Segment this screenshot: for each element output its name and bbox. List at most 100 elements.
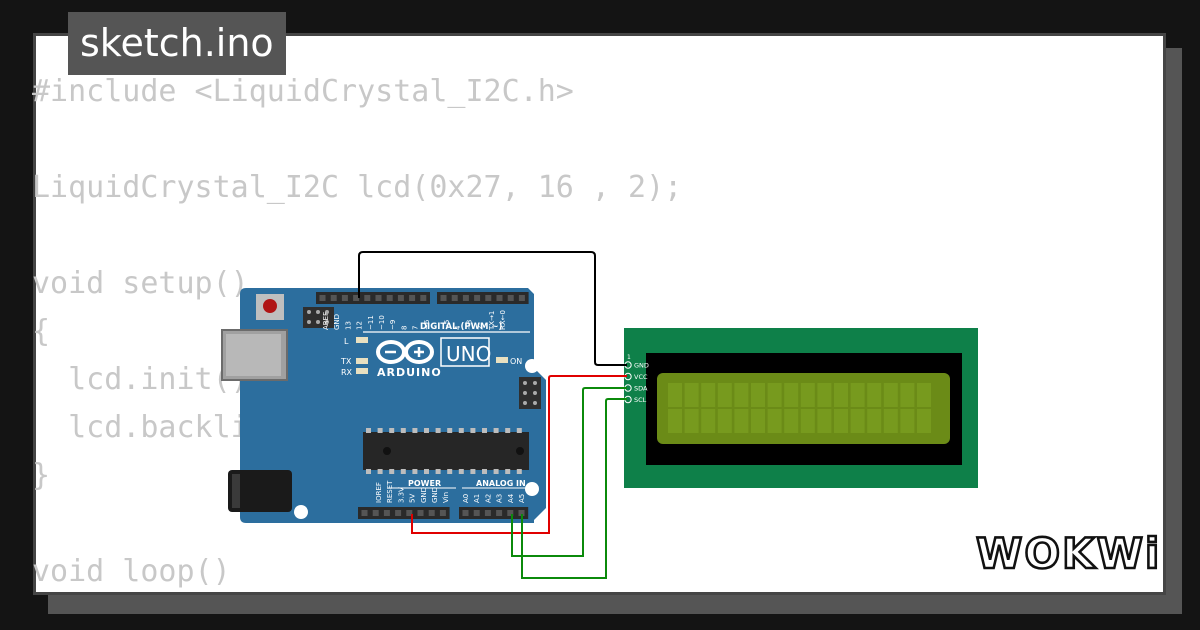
pin-label: 8 (400, 326, 408, 330)
lcd-cell (883, 409, 898, 433)
uno-label: UNO (446, 342, 491, 366)
pin-label: GND (431, 487, 439, 503)
lcd-cell (717, 383, 732, 407)
lcd1602-i2c-module[interactable]: GND VCC SDA SCL 1 (624, 328, 978, 488)
led-rx: RX (341, 368, 368, 377)
arduino-infinity-logo (376, 340, 434, 364)
lcd-character-cells (668, 383, 931, 433)
code-line: } (32, 458, 51, 493)
pin-label: TX→1 (488, 311, 496, 331)
lcd-pin-label: VCC (634, 373, 648, 381)
pin-label: ~10 (378, 315, 386, 330)
mounting-hole (525, 482, 539, 496)
wire-sda[interactable] (511, 387, 627, 557)
lcd-cell (784, 409, 799, 433)
svg-text:ON: ON (510, 357, 522, 366)
wire-vcc[interactable] (411, 375, 627, 534)
pin-label: ~6 (423, 319, 431, 330)
digital-label: DIGITAL (PWM ~) (420, 322, 502, 332)
code-line: void loop() (32, 554, 231, 589)
lcd-cell (867, 383, 882, 407)
code-line: #include <LiquidCrystal_I2C.h> (32, 74, 574, 109)
uno-box (440, 337, 490, 367)
lcd-cell (701, 383, 716, 407)
lcd-cell (817, 409, 832, 433)
arduino-brand: ARDUINO (377, 366, 442, 379)
pin-label: RESET (386, 480, 394, 503)
mounting-hole (525, 359, 539, 373)
led-on: ON (496, 357, 522, 366)
lcd-cell (917, 383, 931, 407)
pin-label: RX←0 (499, 310, 507, 330)
lcd-cell (917, 409, 931, 433)
icsp-header-top (303, 307, 334, 328)
lcd-cell (734, 383, 749, 407)
pin-label: ~3 (465, 320, 473, 330)
file-tab[interactable]: sketch.ino (68, 12, 286, 75)
lcd-cell (900, 383, 915, 407)
code-line: { (32, 314, 51, 349)
lcd-cell (834, 383, 848, 407)
analog-label: ANALOG IN (476, 479, 526, 488)
lcd-cell (800, 383, 815, 407)
lcd-cell (684, 383, 699, 407)
lcd-cell (668, 383, 682, 407)
code-editor: #include <LiquidCrystal_I2C.h> LiquidCrys… (32, 68, 682, 596)
lcd-pin-number: 1 (627, 354, 631, 361)
pin-label: 3.3V (397, 487, 405, 503)
microcontroller-chip (363, 428, 529, 474)
pin-label: GND (420, 487, 428, 503)
pin-label: 4 (454, 325, 462, 330)
lcd-pin-label: SDA (634, 385, 648, 393)
pin-label: 13 (344, 321, 352, 330)
svg-text:TX: TX (340, 357, 352, 366)
pin-label: 2 (477, 326, 485, 330)
led-l: L (344, 337, 368, 346)
lcd-cell (900, 409, 915, 433)
lcd-cell (734, 409, 749, 433)
lcd-pin-label: SCL (634, 396, 647, 404)
pin-label: A2 (484, 494, 492, 503)
lcd-cell (668, 409, 682, 433)
power-pin-header[interactable] (358, 507, 450, 519)
lcd-cell (834, 409, 848, 433)
lcd-cell (684, 409, 699, 433)
icsp-header-right (519, 377, 541, 409)
lcd-cell (784, 383, 799, 407)
pin-label: A5 (518, 494, 526, 503)
pin-label: GND (333, 314, 341, 330)
lcd-cell (701, 409, 716, 433)
lcd-cell (817, 383, 832, 407)
code-preview-card (33, 33, 1166, 595)
lcd-pin-label: GND (634, 362, 649, 370)
power-label: POWER (408, 479, 441, 488)
lcd-cell (767, 409, 782, 433)
pin-label: A4 (507, 493, 515, 503)
lcd-cell (850, 409, 865, 433)
reset-button-cap[interactable] (263, 299, 277, 313)
pin-label: ~5 (443, 320, 451, 330)
lcd-cell (767, 383, 782, 407)
analog-pin-header[interactable] (459, 507, 529, 519)
pin-label: Vin (442, 492, 450, 503)
mounting-hole (294, 505, 308, 519)
wire-gnd[interactable] (358, 251, 627, 366)
pin-label: 7 (412, 326, 420, 330)
led-tx: TX (340, 357, 368, 366)
code-line: LiquidCrystal_I2C lcd(0x27, 16 , 2); (32, 170, 683, 205)
usb-connector-inner (226, 334, 281, 376)
pin-label: A0 (462, 494, 470, 503)
lcd-pin-header[interactable]: GND VCC SDA SCL (624, 361, 649, 405)
lcd-cell (717, 409, 732, 433)
pin-label: ~9 (389, 320, 397, 330)
wire-scl[interactable] (521, 398, 627, 579)
digital-pin-header[interactable] (316, 292, 529, 304)
pin-label: 5V (409, 494, 417, 503)
pin-label: A3 (496, 494, 504, 503)
wokwi-logo-text: WOKWi (976, 529, 1160, 578)
